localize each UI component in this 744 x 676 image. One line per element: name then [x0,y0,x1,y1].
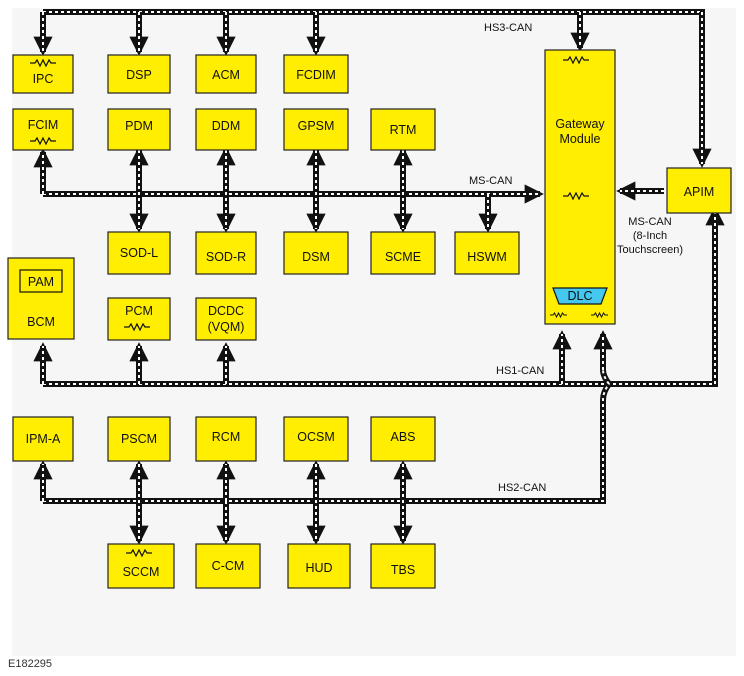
module-gpsm: GPSM [283,108,349,151]
module-fcim: FCIM [12,108,74,151]
hs2-can-label: HS2-CAN [498,482,546,494]
module-ipm-a: IPM-A [12,416,74,462]
module-tbs: TBS [370,543,436,589]
module-label: SOD-L [120,246,158,260]
bus-wire-dash [602,369,610,385]
ms-can-bus [33,146,725,310]
module-label: PDM [125,119,153,133]
module-gateway: Gateway Module DLC [544,49,616,325]
module-fcdim: FCDIM [283,54,349,94]
module-label: RCM [212,430,240,444]
module-pdm: PDM [107,108,171,151]
dcdc-label-line1: DCDC [208,304,244,318]
module-label: SCME [385,250,421,264]
module-dcdc: DCDC (VQM) [195,297,257,341]
resistor-icon [126,548,152,558]
module-ocsm: OCSM [283,416,349,462]
module-rtm: RTM [370,108,436,151]
gateway-label-line2: Module [560,132,601,146]
ms-can-apim-label: MS-CAN [628,216,671,228]
module-pcm: PCM [107,297,171,341]
module-sod-l: SOD-L [107,231,171,275]
ms-can-label: MS-CAN [469,175,512,187]
module-label: C-CM [212,559,245,573]
hs1-can-bus [33,304,718,387]
bus-wire-dash [43,304,716,385]
module-label: FCDIM [296,68,336,82]
module-bcm: PAM BCM [7,257,75,340]
module-label: GPSM [298,119,335,133]
resistor-icon [563,191,589,201]
module-label: PSCM [121,432,157,446]
ms-can-apim-label: (8-Inch [633,230,667,242]
module-label: HUD [305,561,332,575]
module-scme: SCME [370,231,436,275]
resistor-icon [563,55,589,65]
module-label: FCIM [28,118,59,132]
resistor-icon [550,311,567,319]
resistor-icon [124,322,150,332]
module-ddm: DDM [195,108,257,151]
module-hswm: HSWM [454,231,520,275]
module-label: DDM [212,119,240,133]
module-label: ACM [212,68,240,82]
module-sod-r: SOD-R [195,231,257,275]
ms-can-apim-label: Touchscreen) [617,244,683,256]
module-dsp: DSP [107,54,171,94]
hs3-can-bus [33,9,712,168]
module-label: SOD-R [206,250,246,264]
module-label: DSM [302,250,330,264]
module-abs: ABS [370,416,436,462]
module-label: APIM [684,185,715,199]
dlc-label: DLC [567,289,592,303]
module-label: OCSM [297,430,335,444]
module-label: IPM-A [26,432,61,446]
module-pam [19,269,63,293]
dcdc-label-line2: (VQM) [208,320,245,334]
module-label: SCCM [123,565,160,579]
bus-wire-dash [43,383,610,502]
bus-wires [33,9,725,545]
module-label: IPC [33,72,54,86]
module-label: PCM [125,304,153,318]
resistor-icon [30,58,56,68]
module-label: TBS [391,563,415,577]
module-c-cm: C-CM [195,543,261,589]
module-dsm: DSM [283,231,349,275]
module-hud: HUD [287,543,351,589]
module-label: DSP [126,68,152,82]
hs3-can-label: HS3-CAN [484,22,532,34]
hs1-can-label: HS1-CAN [496,365,544,377]
module-pscm: PSCM [107,416,171,462]
pam-label: PAM [28,275,54,289]
module-label: ABS [390,430,415,444]
module-label: RTM [390,123,417,137]
figure-id: E182295 [8,658,52,670]
module-rcm: RCM [195,416,257,462]
resistor-icon [591,311,608,319]
module-ipc: IPC [12,54,74,94]
gateway-label-line1: Gateway [555,117,605,131]
hs2-can-bus [33,369,612,545]
module-acm: ACM [195,54,257,94]
module-sccm: SCCM [107,543,175,589]
dlc-connector-icon [552,287,608,305]
module-label: HSWM [467,250,507,264]
resistor-icon [30,136,56,146]
module-label: BCM [27,315,55,329]
module-apim: APIM [666,167,732,214]
